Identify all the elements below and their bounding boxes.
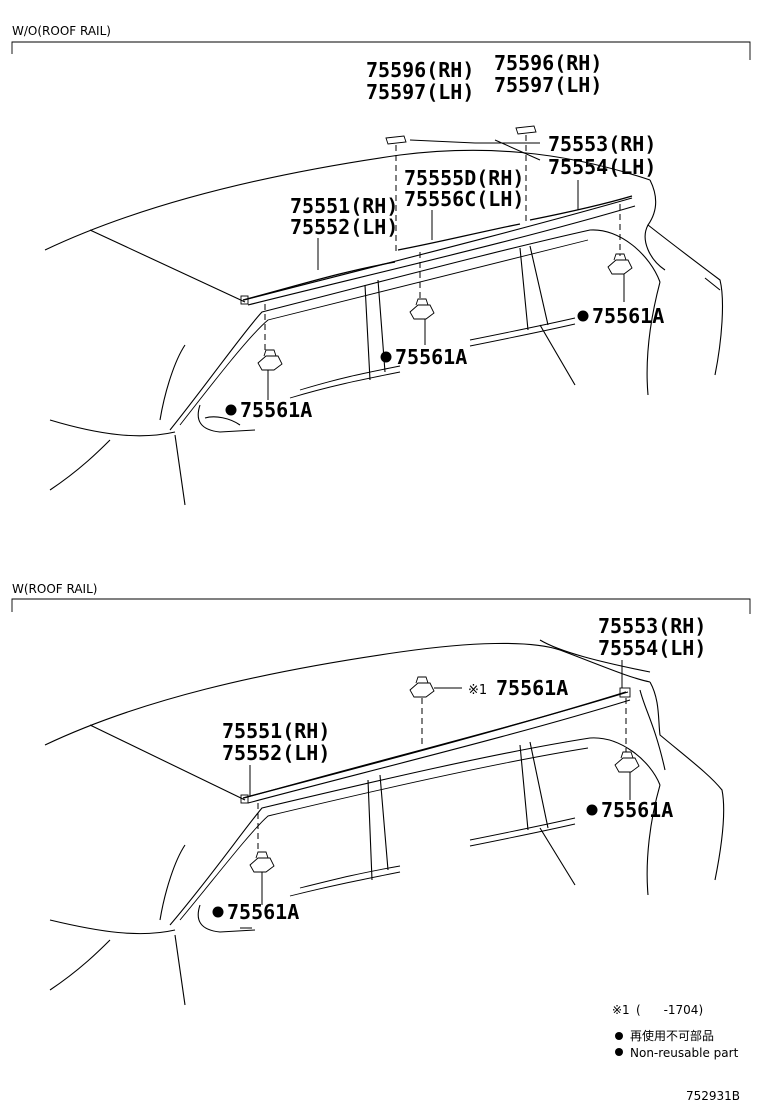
legend-note-mark: ※1 [612, 1003, 630, 1017]
part-number-75554-lh: 75554(LH) [598, 636, 706, 660]
part-number-75551-rh: 75551(RH) [290, 194, 398, 218]
moulding-end-cap [240, 794, 249, 804]
non-reusable-bullet-icon [380, 351, 392, 363]
roof-moulding [242, 691, 627, 799]
part-number-75561a: 75561A [240, 398, 312, 422]
clip-icon [249, 851, 275, 873]
part-number-75561a: 75561A [496, 676, 568, 700]
legend-non-reusable-ja: 再使用不可部品 [630, 1028, 714, 1043]
part-number-75596-rh: 75596(RH) [366, 58, 474, 82]
vehicle-body-outline [44, 149, 723, 506]
roof-moulding-center [397, 223, 521, 251]
non-reusable-bullet-icon [577, 310, 589, 322]
moulding-end-cap [240, 295, 249, 305]
part-number-75556c-lh: 75556C(LH) [404, 187, 524, 211]
part-number-75553-rh: 75553(RH) [598, 614, 706, 638]
roof-moulding-front [242, 261, 396, 301]
vehicle-body-outline [44, 639, 725, 1006]
non-reusable-bullet-icon [615, 1048, 623, 1056]
part-number-75597-lh: 75597(LH) [366, 80, 474, 104]
non-reusable-bullet-icon [586, 804, 598, 816]
leader-line [409, 139, 476, 144]
non-reusable-bullet-icon [615, 1032, 623, 1040]
section-title-with-roof-rail: W(ROOF RAIL) [12, 582, 97, 596]
clip-icon [409, 298, 435, 320]
section-without-roof-rail: W/O(ROOF RAIL) [11, 24, 751, 506]
legend-non-reusable-en: Non-reusable part [630, 1046, 739, 1060]
legend-note-range: ( -1704) [636, 1003, 703, 1017]
part-number-75597-lh: 75597(LH) [494, 73, 602, 97]
section-title-without-roof-rail: W/O(ROOF RAIL) [12, 24, 111, 38]
diagram-code: 752931B [686, 1089, 740, 1103]
part-number-75552-lh: 75552(LH) [222, 741, 330, 765]
leader-line [494, 139, 541, 161]
clip-icon [257, 349, 283, 371]
part-number-75554-lh: 75554(LH) [548, 155, 656, 179]
non-reusable-bullet-icon [212, 906, 224, 918]
part-number-75552-lh: 75552(LH) [290, 215, 398, 239]
part-number-75555d-rh: 75555D(RH) [404, 166, 524, 190]
part-number-75561a: 75561A [227, 900, 299, 924]
section-frame [11, 598, 751, 614]
non-reusable-bullet-icon [225, 404, 237, 416]
part-number-75553-rh: 75553(RH) [548, 132, 656, 156]
part-number-75596-rh: 75596(RH) [494, 51, 602, 75]
clip-icon [409, 676, 435, 698]
moulding-pad-left [385, 135, 407, 145]
part-number-75551-rh: 75551(RH) [222, 719, 330, 743]
part-number-75561a: 75561A [395, 345, 467, 369]
section-with-roof-rail: W(ROOF RAIL) [11, 582, 751, 1006]
moulding-end-cap [619, 687, 631, 698]
clip-icon [607, 253, 633, 275]
moulding-pad-right [515, 125, 537, 135]
note-mark: ※1 [468, 683, 487, 698]
section-frame [11, 41, 751, 60]
clip-icon [614, 751, 640, 773]
part-number-75561a: 75561A [601, 798, 673, 822]
legend: ※1 ( -1704) 再使用不可部品 Non-reusable part [612, 1003, 739, 1060]
roof-moulding-rear [529, 195, 633, 221]
part-number-75561a: 75561A [592, 304, 664, 328]
